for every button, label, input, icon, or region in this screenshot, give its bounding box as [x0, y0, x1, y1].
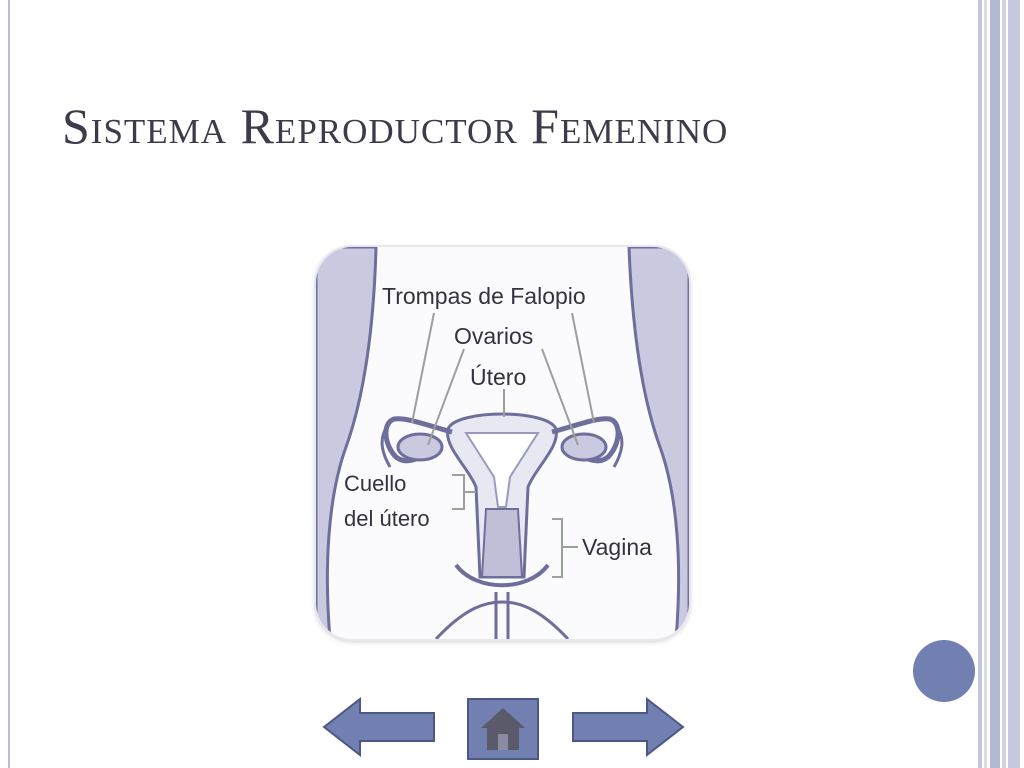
label-vagina: Vagina — [582, 534, 652, 560]
back-button[interactable] — [322, 696, 438, 762]
label-ovaries: Ovarios — [454, 323, 533, 349]
left-arrow-icon — [322, 696, 435, 758]
reproductive-diagram: Trompas de Falopio Ovarios Útero Cuello … — [316, 247, 689, 639]
label-fallopian-tubes: Trompas de Falopio — [382, 283, 586, 309]
slide-title: Sistema Reproductor Femenino — [62, 98, 729, 154]
left-border-rule — [8, 0, 10, 768]
right-arrow-icon — [572, 696, 685, 758]
forward-button[interactable] — [569, 696, 685, 762]
label-uterus: Útero — [470, 364, 526, 390]
right-decorative-stripes — [978, 0, 1024, 768]
label-cervix-line1: Cuello — [344, 471, 406, 496]
decorative-circle — [913, 640, 975, 702]
home-icon — [467, 698, 539, 760]
label-cervix-line2: del útero — [344, 506, 430, 531]
home-button[interactable] — [467, 698, 539, 765]
